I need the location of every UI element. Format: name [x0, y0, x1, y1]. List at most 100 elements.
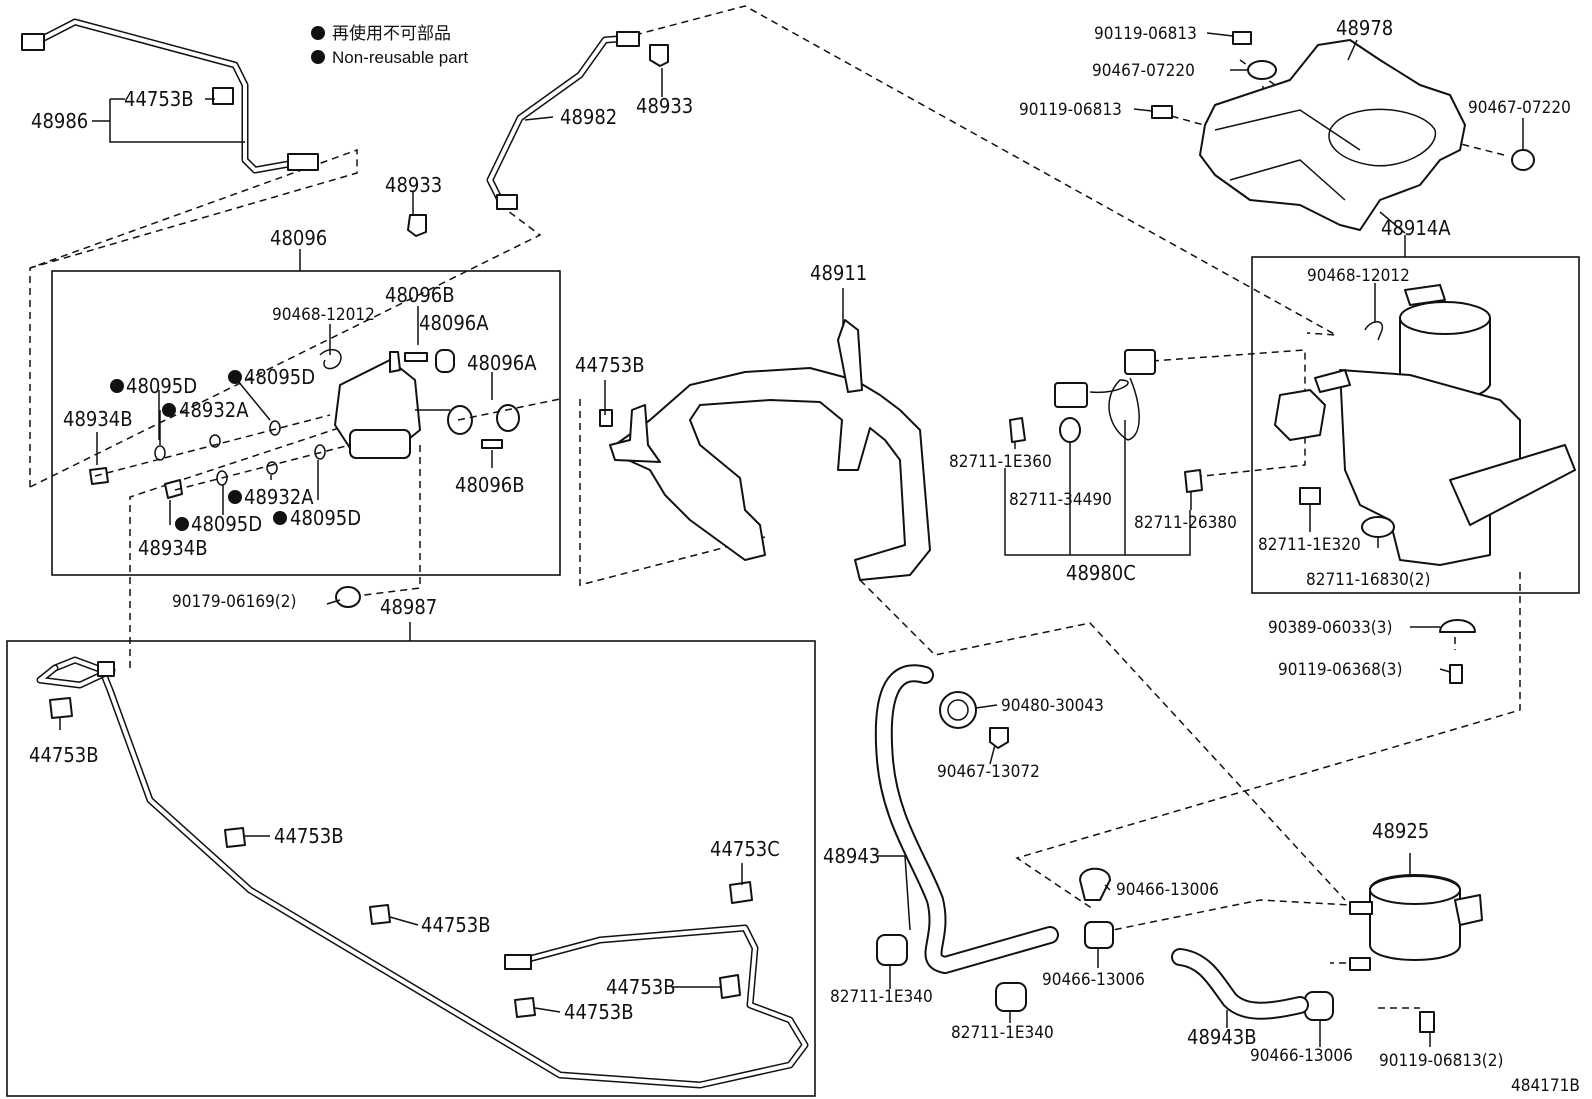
connection-lines [29, 5, 1521, 1009]
hose-48943 [874, 664, 1059, 974]
hose-clamp-icon [1079, 867, 1111, 901]
label-90466-c: 90466-13006 [1250, 1046, 1353, 1066]
clip-icon [164, 479, 183, 499]
harness-48980C [1009, 349, 1203, 493]
label-48934B-a: 48934B [63, 407, 133, 431]
label-48932A-b: 48932A [244, 485, 314, 509]
grommet-icon [1439, 619, 1476, 633]
hose-48943B [1171, 948, 1309, 1020]
clip-icon [1511, 149, 1535, 171]
bracket-48911 [599, 319, 931, 581]
label-48095D-d: 48095D [290, 506, 361, 530]
clip-icon [1184, 469, 1203, 493]
label-48925: 48925 [1372, 819, 1429, 843]
label-90119-06813-a: 90119-06813 [1094, 24, 1197, 44]
clip-icon [1247, 60, 1277, 80]
label-48096B-b: 48096B [455, 473, 525, 497]
label-48933-b: 48933 [385, 173, 442, 197]
bolt-icon [481, 439, 503, 449]
label-48914A: 48914A [1381, 216, 1451, 240]
clip-icon [1009, 417, 1026, 443]
label-48932A-a: 48932A [179, 398, 249, 422]
label-48933-a: 48933 [636, 94, 693, 118]
label-48095D-a: 48095D [126, 374, 197, 398]
label-90467-07220-b: 90467-07220 [1468, 98, 1571, 118]
grommet-icon [496, 404, 520, 432]
label-90467-07220-a: 90467-07220 [1092, 61, 1195, 81]
label-48911: 48911 [810, 261, 867, 285]
label-82711-1E360: 82711-1E360 [949, 452, 1052, 472]
leader-lines [59, 32, 1524, 1047]
non-reusable-dot-icon [311, 26, 325, 40]
legend: 再使用不可部品 Non-reusable part [311, 23, 468, 67]
label-90467-13072: 90467-13072 [937, 762, 1040, 782]
hose-clamp-icon [1304, 991, 1334, 1021]
legend-english: Non-reusable part [332, 48, 468, 67]
label-82711-34490: 82711-34490 [1009, 490, 1112, 510]
hose-clamp-icon [1084, 921, 1114, 949]
label-44753B-l3: 44753B [421, 913, 491, 937]
washer-icon [335, 586, 361, 608]
label-90466-b: 90466-13006 [1042, 970, 1145, 990]
label-90119-06813-c: 90119-06813(2) [1379, 1051, 1503, 1071]
label-48095D-b: 48095D [244, 365, 315, 389]
label-44753B-top: 44753B [124, 87, 194, 111]
label-48986: 48986 [31, 109, 88, 133]
bolt-icon [1232, 31, 1252, 45]
valve-assembly-48096 [89, 348, 561, 499]
pipe-48982 [486, 31, 640, 210]
label-90119-06368: 90119-06368(3) [1278, 660, 1402, 680]
diagram-id: 484171B [1511, 1076, 1580, 1096]
label-48978: 48978 [1336, 16, 1393, 40]
label-48982: 48982 [560, 105, 617, 129]
legend-japanese: 再使用不可部品 [332, 23, 451, 43]
clip-icon [1059, 417, 1081, 443]
label-82711-1E340-a: 82711-1E340 [830, 987, 933, 1007]
part-labels: 48986 44753B 48982 48933 48933 48096 904… [29, 16, 1580, 1096]
label-90466-a: 90466-13006 [1116, 880, 1219, 900]
label-44753B-l5: 44753B [564, 1000, 634, 1024]
bolt-icon [404, 352, 428, 362]
label-44753C: 44753C [710, 837, 780, 861]
label-48096A-b: 48096A [467, 351, 537, 375]
label-48980C: 48980C [1066, 561, 1136, 585]
clip-icon [729, 881, 753, 904]
label-82711-26380: 82711-26380 [1134, 513, 1237, 533]
label-44753B-l1: 44753B [29, 743, 99, 767]
label-90119-06813-b: 90119-06813 [1019, 100, 1122, 120]
label-48096: 48096 [270, 226, 327, 250]
pipe-48986 [21, 18, 319, 174]
label-90179: 90179-06169(2) [172, 592, 296, 612]
label-48095D-c: 48095D [191, 512, 262, 536]
cover-48978 [1199, 39, 1466, 231]
pipe-assembly-48987 [36, 656, 809, 1089]
tank-48925 [1349, 874, 1483, 1033]
pump-assembly-box [1251, 256, 1580, 594]
bolt-icon [1449, 664, 1463, 684]
grommet-icon [435, 349, 455, 373]
label-48943B: 48943B [1187, 1025, 1257, 1049]
label-48987: 48987 [380, 595, 437, 619]
pipe-assembly-box [6, 640, 816, 1097]
clip-icon [719, 974, 741, 999]
label-48934B-b: 48934B [138, 536, 208, 560]
valve-assembly-box [51, 270, 561, 576]
label-44753B-mid: 44753B [575, 353, 645, 377]
label-82711-1E320: 82711-1E320 [1258, 535, 1361, 555]
hose-clamp-icon [995, 982, 1027, 1012]
label-90480: 90480-30043 [1001, 696, 1104, 716]
label-90468-12012-b: 90468-12012 [1307, 266, 1410, 286]
clip-icon [989, 727, 1009, 749]
label-48943: 48943 [823, 844, 880, 868]
clip-48933-mid-icon [407, 214, 427, 237]
non-reusable-dot-icon [311, 50, 325, 64]
bolt-icon [1151, 105, 1173, 119]
clip-icon [514, 997, 536, 1018]
label-90468-12012-a: 90468-12012 [272, 305, 375, 325]
label-44753B-l4: 44753B [606, 975, 676, 999]
label-48096B-a: 48096B [385, 283, 455, 307]
vacuum-pump-48914A [1274, 284, 1576, 566]
hose-clamp-icon [1361, 516, 1395, 538]
clip-icon [224, 827, 246, 848]
